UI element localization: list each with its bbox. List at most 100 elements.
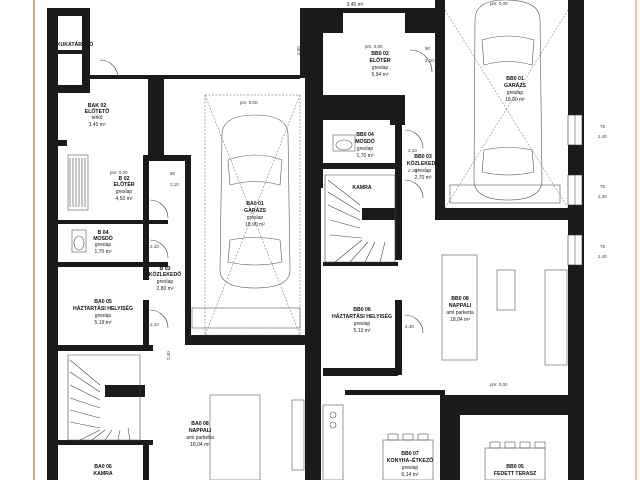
room-label-bb004: BB0 04 MOSDÓ greslap 1,70 m²	[355, 132, 375, 159]
room-area: 18,04 m²	[190, 442, 210, 448]
room-code: B 03	[160, 266, 171, 272]
level-markers: pm: 0,00 pm: 0,00 pm: 0,00 pm: 0,00 pm: …	[110, 1, 508, 387]
room-area: 18,90 m²	[245, 222, 265, 228]
room-floor: greslap	[507, 90, 524, 96]
room-floor: greslap	[354, 321, 371, 327]
room-area: 18,90 m²	[505, 97, 525, 103]
windows-right	[567, 114, 583, 266]
kitchen-counter-right	[322, 404, 344, 480]
room-area: 18,04 m²	[450, 317, 470, 323]
room-code: BA0 06	[94, 464, 112, 470]
dimension: 2,40	[166, 351, 171, 360]
room-code: BA0 08	[191, 421, 209, 427]
dimension: 2,10	[408, 148, 417, 153]
room-code: B 02	[119, 176, 130, 182]
sofa-left	[209, 394, 305, 480]
room-label-b05: BA0 05 HÁZTARTÁSI HELYISÉG greslap 5,19 …	[73, 299, 133, 326]
room-floor: greslap	[357, 146, 374, 152]
dimension: 75	[600, 124, 606, 129]
room-label-bak02: BAK 02 ELŐTETŐ térkő 3,45 m²	[85, 103, 110, 128]
stairs-right	[324, 174, 396, 263]
room-label-b03: B 03 KÖZLEKEDŐ greslap 2,80 m²	[149, 266, 182, 292]
room-floor: greslap	[95, 313, 112, 319]
dimension: 2,40	[598, 134, 607, 139]
room-code: BB0 08	[451, 296, 469, 302]
room-name: FEDETT TERASZ	[494, 471, 537, 477]
room-name: KUKATÁROLÓ	[57, 40, 94, 48]
room-name: KONYHA–ÉTKEZŐ	[387, 456, 433, 464]
room-area: 6,14 m²	[402, 472, 419, 478]
door-swings	[99, 49, 433, 334]
room-code: B 04	[98, 230, 109, 236]
dining-table-bb007	[382, 433, 434, 480]
room-floor: térkő	[91, 115, 102, 121]
dimension: 2,10	[170, 182, 179, 187]
room-code: BB0 01	[506, 76, 524, 82]
walls	[47, 0, 584, 480]
room-floor: greslap	[372, 65, 389, 71]
room-label-b04: B 04 MOSDÓ greslap 1,70 m²	[93, 230, 113, 255]
room-label-b06: BA0 06 KAMRA	[93, 464, 113, 477]
dimension-labels: 2,50 90 2,10 90 2,10 2,10 2,10 2,10 2,10…	[150, 46, 607, 360]
room-code: BB0 06	[353, 307, 371, 313]
dimension: 90	[425, 46, 431, 51]
dimension: 2,10	[425, 58, 434, 63]
room-area: 5,13 m²	[354, 328, 371, 334]
garage-b-car	[444, 0, 569, 209]
room-code: BAK 02	[88, 103, 107, 109]
room-label-kukatarolo: KUKATÁROLÓ	[57, 40, 94, 48]
dimension: 2,10	[408, 168, 417, 173]
room-name: MOSDÓ	[355, 137, 375, 145]
toilet-fixture-a	[71, 229, 87, 253]
room-label-bb008: BB0 08 NAPPALI ami parketta 18,04 m²	[446, 296, 474, 323]
room-area: 2,70 m²	[415, 175, 432, 181]
dimension: 2,10	[150, 322, 159, 327]
room-floor: greslap	[402, 465, 419, 471]
level-marker: pm: 0,00	[240, 100, 258, 105]
top-area-label: 3,45 m²	[347, 2, 364, 8]
room-code: BB0 05	[506, 464, 524, 470]
room-floor: greslap	[157, 279, 174, 285]
room-label-bbkamra: KAMRA	[352, 185, 372, 191]
dimension: 2,40	[405, 324, 414, 329]
room-name: GARÁZS	[504, 82, 526, 89]
room-code: BA0 01	[246, 201, 264, 207]
room-area: 1,70 m²	[95, 249, 112, 255]
room-floor: greslap	[116, 189, 133, 195]
room-code: BB0 04	[356, 132, 374, 138]
garage-a-car	[191, 94, 301, 336]
dimension: 2,40	[598, 254, 607, 259]
room-name: HÁZTARTÁSI HELYISÉG	[332, 312, 392, 320]
sofa-right	[441, 254, 568, 366]
room-name: ELŐTETŐ	[85, 108, 110, 115]
level-marker: pm: 0,00	[365, 44, 383, 49]
terrace-table	[484, 441, 546, 480]
room-label-bb007: BB0 07 KONYHA–ÉTKEZŐ greslap 6,14 m²	[387, 451, 433, 478]
dimension: 2,40	[598, 194, 607, 199]
room-label-ba008: BA0 08 NAPPALI ami parketta 18,04 m²	[186, 421, 214, 448]
room-name: HÁZTARTÁSI HELYISÉG	[73, 304, 133, 312]
room-area: 2,80 m²	[157, 286, 174, 292]
room-area: 3,45 m²	[89, 122, 106, 128]
room-area: 4,50 m²	[116, 196, 133, 202]
room-label-bb006: BB0 06 HÁZTARTÁSI HELYISÉG greslap 5,13 …	[332, 307, 392, 334]
room-label-bb001: BB0 01 GARÁZS greslap 18,90 m²	[504, 76, 526, 103]
room-name: NAPPALI	[189, 428, 212, 434]
level-marker: pm: 0,00	[490, 382, 508, 387]
room-name: ELŐTÉR	[369, 56, 390, 64]
room-label-bb002: BB0 02 ELŐTÉR greslap 5,94 m²	[369, 51, 390, 78]
room-area: 5,19 m²	[95, 320, 112, 326]
room-area: 5,94 m²	[372, 72, 389, 78]
room-area: 1,70 m²	[357, 153, 374, 159]
level-marker: pm: 0,00	[490, 1, 508, 6]
room-floor: greslap	[415, 168, 432, 174]
toilet-fixture-b	[332, 134, 356, 152]
dimension: 2,10	[150, 244, 159, 249]
dimension: 75	[600, 184, 606, 189]
room-floor: greslap	[95, 242, 112, 248]
room-name: GARÁZS	[244, 207, 266, 214]
room-name: KAMRA	[352, 185, 372, 191]
room-code: BA0 05	[94, 299, 112, 305]
kitchen-counter-left	[67, 154, 89, 211]
